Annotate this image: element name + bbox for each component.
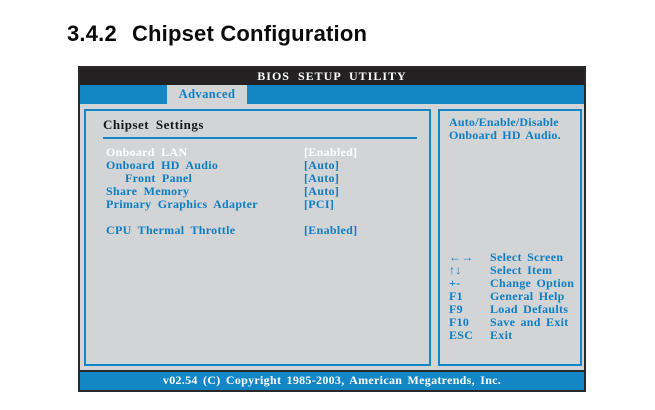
section-heading: 3.4.2 Chipset Configuration bbox=[67, 21, 367, 47]
key-name: ←→ bbox=[449, 250, 474, 264]
bios-main-area: Chipset Settings Onboard LAN [Enabled] O… bbox=[80, 104, 584, 370]
copyright-text: v02.54 (C) Copyright 1985-2003, American… bbox=[162, 373, 502, 387]
key-name: F10 bbox=[449, 315, 470, 329]
key-name: ↑↓ bbox=[449, 263, 462, 277]
bios-menu-bar: Advanced bbox=[80, 85, 584, 104]
bios-menu-item[interactable]: Onboard HD Audio [Auto] bbox=[86, 159, 429, 172]
key-name: F9 bbox=[449, 302, 463, 316]
item-label: Onboard LAN bbox=[106, 145, 188, 159]
key-name: ESC bbox=[449, 328, 474, 342]
item-label: Onboard HD Audio bbox=[106, 158, 219, 172]
item-value[interactable]: [Auto] bbox=[304, 158, 340, 172]
key-name: F1 bbox=[449, 289, 463, 303]
bios-title: BIOS SETUP UTILITY bbox=[257, 69, 407, 83]
key-action: Exit bbox=[490, 328, 513, 342]
key-action: Save and Exit bbox=[490, 315, 569, 329]
item-value[interactable]: [Auto] bbox=[304, 184, 340, 198]
key-action: Select Item bbox=[490, 263, 553, 277]
bios-title-bar: BIOS SETUP UTILITY bbox=[80, 68, 584, 85]
key-name: +- bbox=[449, 276, 461, 290]
section-title: Chipset Configuration bbox=[131, 21, 368, 46]
settings-panel: Chipset Settings Onboard LAN [Enabled] O… bbox=[84, 109, 431, 366]
settings-list: Onboard LAN [Enabled] Onboard HD Audio [… bbox=[86, 146, 429, 237]
key-legend-row: ESC Exit bbox=[440, 329, 580, 342]
section-number: 3.4.2 bbox=[67, 21, 117, 46]
key-legend-row: F10 Save and Exit bbox=[440, 316, 580, 329]
item-value[interactable]: [PCI] bbox=[304, 197, 335, 211]
status-bar: v02.54 (C) Copyright 1985-2003, American… bbox=[80, 370, 584, 390]
key-legend-row: F9 Load Defaults bbox=[440, 303, 580, 316]
key-action: Load Defaults bbox=[490, 302, 569, 316]
bios-menu-item[interactable]: Share Memory [Auto] bbox=[86, 185, 429, 198]
item-value[interactable]: [Auto] bbox=[304, 171, 340, 185]
help-panel: Auto/Enable/Disable Onboard HD Audio. ←→… bbox=[438, 109, 582, 366]
key-legend-row: F1 General Help bbox=[440, 290, 580, 303]
key-action: Select Screen bbox=[490, 250, 564, 264]
help-line-2: Onboard HD Audio. bbox=[449, 128, 561, 142]
bios-menu-item[interactable]: CPU Thermal Throttle [Enabled] bbox=[86, 224, 429, 237]
item-label: CPU Thermal Throttle bbox=[106, 223, 236, 237]
key-legend-row: +- Change Option bbox=[440, 277, 580, 290]
bios-screen: BIOS SETUP UTILITY Advanced Chipset Sett… bbox=[78, 66, 586, 392]
item-value[interactable]: [Enabled] bbox=[304, 145, 358, 159]
key-action: Change Option bbox=[490, 276, 575, 290]
help-line-1: Auto/Enable/Disable bbox=[449, 115, 559, 129]
key-legend-row: ↑↓ Select Item bbox=[440, 264, 580, 277]
key-legend: ←→ Select Screen ↑↓ Select Item +- Chang… bbox=[440, 251, 580, 342]
bios-menu-item[interactable]: Onboard LAN [Enabled] bbox=[86, 146, 429, 159]
bios-menu-item[interactable]: Primary Graphics Adapter [PCI] bbox=[86, 198, 429, 211]
item-label: Primary Graphics Adapter bbox=[106, 197, 258, 211]
panel-title-divider bbox=[103, 137, 417, 139]
item-label: Share Memory bbox=[106, 184, 190, 198]
item-value[interactable]: [Enabled] bbox=[304, 223, 358, 237]
key-action: General Help bbox=[490, 289, 565, 303]
panel-title: Chipset Settings bbox=[103, 117, 204, 132]
item-label: Front Panel bbox=[125, 171, 193, 185]
tab-advanced[interactable]: Advanced bbox=[167, 85, 247, 104]
bios-menu-item[interactable]: Front Panel [Auto] bbox=[86, 172, 429, 185]
key-legend-row: ←→ Select Screen bbox=[440, 251, 580, 264]
help-text: Auto/Enable/Disable Onboard HD Audio. bbox=[449, 116, 574, 142]
